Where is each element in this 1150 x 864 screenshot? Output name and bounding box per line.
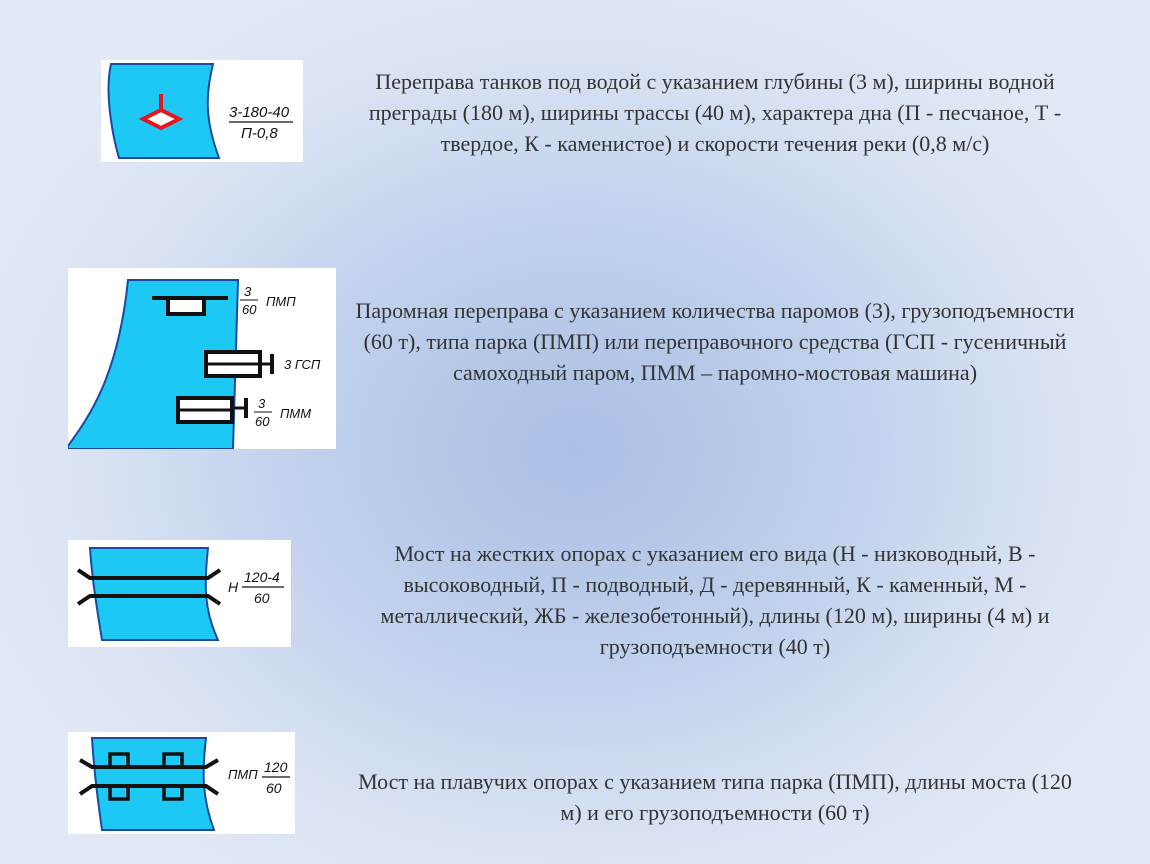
symbol-label-bottom: П-0,8 bbox=[241, 125, 278, 142]
pmm-type: ПММ bbox=[280, 406, 311, 421]
pmp-num: 3 bbox=[244, 284, 252, 299]
float-bridge-type: ПМП bbox=[228, 767, 258, 782]
description-ferry-crossing: Паромная переправа с указанием количеств… bbox=[355, 298, 1075, 385]
pmp-type: ПМП bbox=[266, 294, 296, 309]
description-tank-crossing: Переправа танков под водой с указанием г… bbox=[368, 69, 1062, 156]
rigid-bridge-symbol: Н 120-4 60 bbox=[68, 540, 291, 647]
ferry-crossing-symbol: 3 60 ПМП 3 ГСП 3 60 ПММ bbox=[68, 268, 336, 449]
tank-underwater-crossing-icon: 3-180-40 П-0,8 bbox=[107, 63, 293, 159]
ferry-crossing-icon: 3 60 ПМП 3 ГСП 3 60 ПММ bbox=[68, 279, 321, 449]
tank-crossing-symbol: 3-180-40 П-0,8 bbox=[101, 60, 303, 162]
float-bridge-num: 120 bbox=[264, 759, 288, 775]
bridge-type: Н bbox=[228, 579, 239, 595]
rigid-bridge-icon: Н 120-4 60 bbox=[76, 547, 284, 641]
floating-bridge-icon: ПМП 120 60 bbox=[78, 737, 290, 831]
symbol-label-top: 3-180-40 bbox=[229, 104, 290, 121]
pmm-den: 60 bbox=[255, 414, 270, 429]
description-floating-bridge: Мост на плавучих опорах с указанием типа… bbox=[358, 769, 1072, 825]
description-rigid-bridge: Мост на жестких опорах с указанием его в… bbox=[380, 541, 1050, 659]
floating-bridge-symbol: ПМП 120 60 bbox=[68, 732, 295, 834]
pmm-num: 3 bbox=[258, 396, 266, 411]
bridge-den: 60 bbox=[254, 590, 270, 606]
float-bridge-den: 60 bbox=[266, 780, 282, 796]
bridge-num: 120-4 bbox=[244, 569, 280, 585]
gsp-label: 3 ГСП bbox=[284, 357, 321, 372]
pmp-den: 60 bbox=[242, 302, 257, 317]
